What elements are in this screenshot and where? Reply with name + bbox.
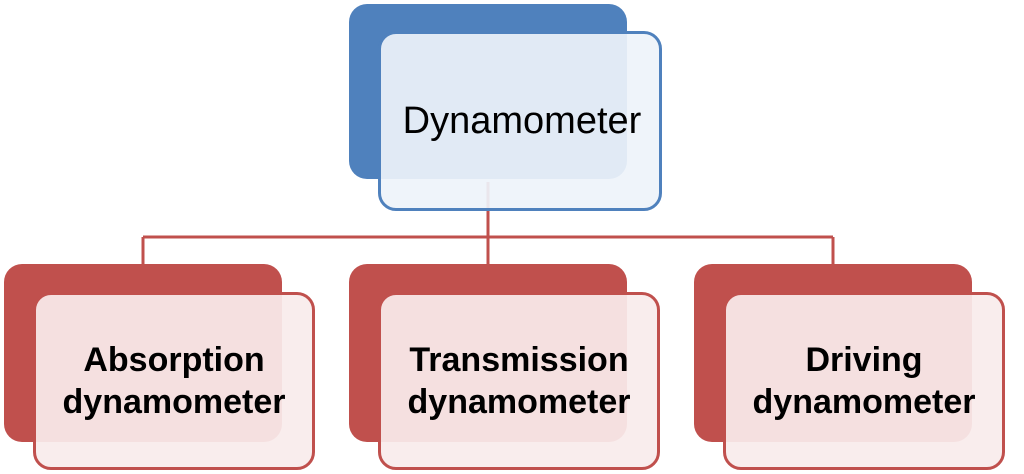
child-label-line2: dynamometer — [407, 383, 631, 421]
child-label-line2: dynamometer — [752, 383, 976, 421]
child-node-label: Transmission dynamometer — [408, 339, 631, 424]
child-node-absorption: Absorption dynamometer — [33, 292, 315, 470]
child-node-label: Driving dynamometer — [753, 339, 976, 424]
child-label-line1: Absorption — [83, 340, 265, 379]
root-node-label: Dynamometer — [402, 99, 642, 142]
child-label-line1: Transmission — [409, 340, 629, 379]
root-node: Dynamometer — [378, 31, 662, 211]
child-node-label: Absorption dynamometer — [63, 339, 286, 424]
child-label-line1: Driving — [805, 340, 923, 379]
child-node-driving: Driving dynamometer — [723, 292, 1005, 470]
child-node-transmission: Transmission dynamometer — [378, 292, 660, 470]
child-label-line2: dynamometer — [62, 383, 286, 421]
